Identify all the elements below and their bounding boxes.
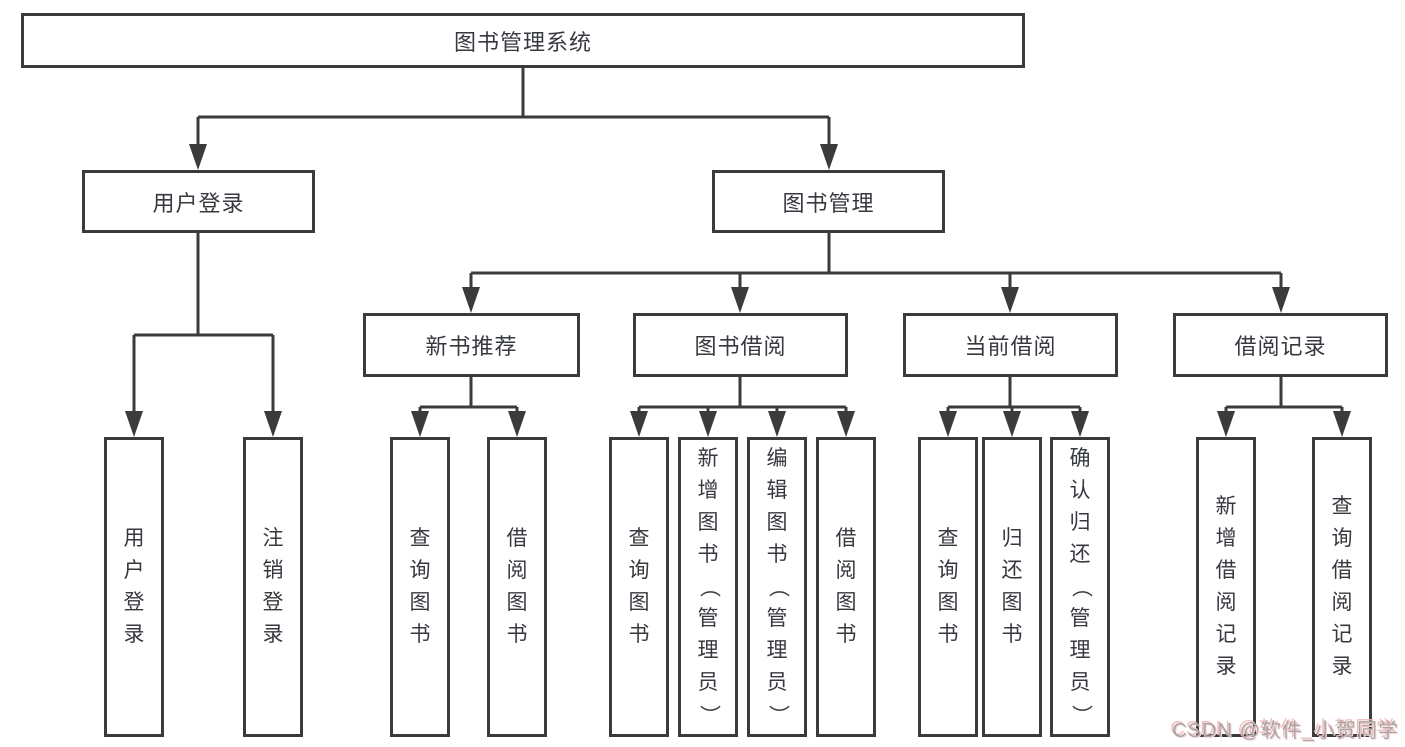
node-label: 新增图书（管理员） [697,447,720,726]
node-user-login-group: 用户登录 [82,170,315,233]
arrowheads-book-management-children [462,287,1290,313]
node-label: 图书借阅 [694,334,787,359]
connector-borrowing-records-children [1224,377,1344,414]
node-confirm-return-admin: 确认归还（管理员） [1050,437,1110,737]
node-label: 当前借阅 [964,334,1057,359]
node-label: 用户登录 [152,190,245,216]
node-book-management-group: 图书管理 [712,170,945,233]
csdn-watermark: CSDN @软件_小贺同学 [1172,720,1399,742]
connector-user-login-children [132,233,275,413]
connector-book-management-children [469,233,1283,290]
connector-new-book-recommend-children [418,377,519,414]
node-borrow-books-recommend: 借阅图书 [487,437,547,737]
node-book-borrowing: 图书借阅 [633,313,848,377]
arrowheads-current-borrowing-children [939,411,1089,437]
node-label: 用户登录 [123,527,145,646]
arrowheads-new-book-recommend-children [411,411,526,437]
node-label: 借阅图书 [835,527,857,646]
node-label: 编辑图书（管理员） [766,447,789,726]
node-label: 查询图书 [409,527,431,646]
arrowheads-borrowing-records-children [1217,411,1351,437]
node-label: 归还图书 [1001,527,1023,646]
node-add-borrow-record: 新增借阅记录 [1196,437,1256,737]
node-borrow-books-borrowing: 借阅图书 [816,437,876,737]
node-query-books-borrowing: 查询图书 [609,437,669,737]
node-label: 查询图书 [937,527,959,646]
node-query-books-recommend: 查询图书 [390,437,450,737]
node-root-system: 图书管理系统 [21,13,1025,68]
node-label: 借阅记录 [1234,334,1327,359]
node-borrowing-records: 借阅记录 [1173,313,1388,377]
arrowheads-user-login-children [125,411,282,437]
node-return-books: 归还图书 [982,437,1042,737]
node-query-books-current: 查询图书 [918,437,978,737]
node-user-login: 用户登录 [104,437,164,737]
arrowheads-book-borrowing-children [630,411,855,437]
node-add-books-admin: 新增图书（管理员） [678,437,738,737]
node-query-borrow-record: 查询借阅记录 [1312,437,1372,737]
node-root-label: 图书管理系统 [453,29,592,55]
node-new-book-recommend: 新书推荐 [363,313,580,377]
node-label: 确认归还（管理员） [1069,447,1092,726]
connector-root-to-level2 [196,68,831,146]
node-label: 查询图书 [628,527,650,646]
node-label: 图书管理 [782,190,875,216]
node-edit-books-admin: 编辑图书（管理员） [747,437,807,737]
node-label: 查询借阅记录 [1331,495,1353,678]
node-label: 借阅图书 [506,527,528,646]
node-label: 新增借阅记录 [1215,495,1237,678]
connector-current-borrowing-children [946,377,1082,414]
node-label: 新书推荐 [425,334,518,359]
node-logout: 注销登录 [243,437,303,737]
connector-book-borrowing-children [637,377,848,414]
arrowheads-level2 [189,144,838,170]
node-current-borrowing: 当前借阅 [903,313,1118,377]
node-label: 注销登录 [262,527,284,646]
